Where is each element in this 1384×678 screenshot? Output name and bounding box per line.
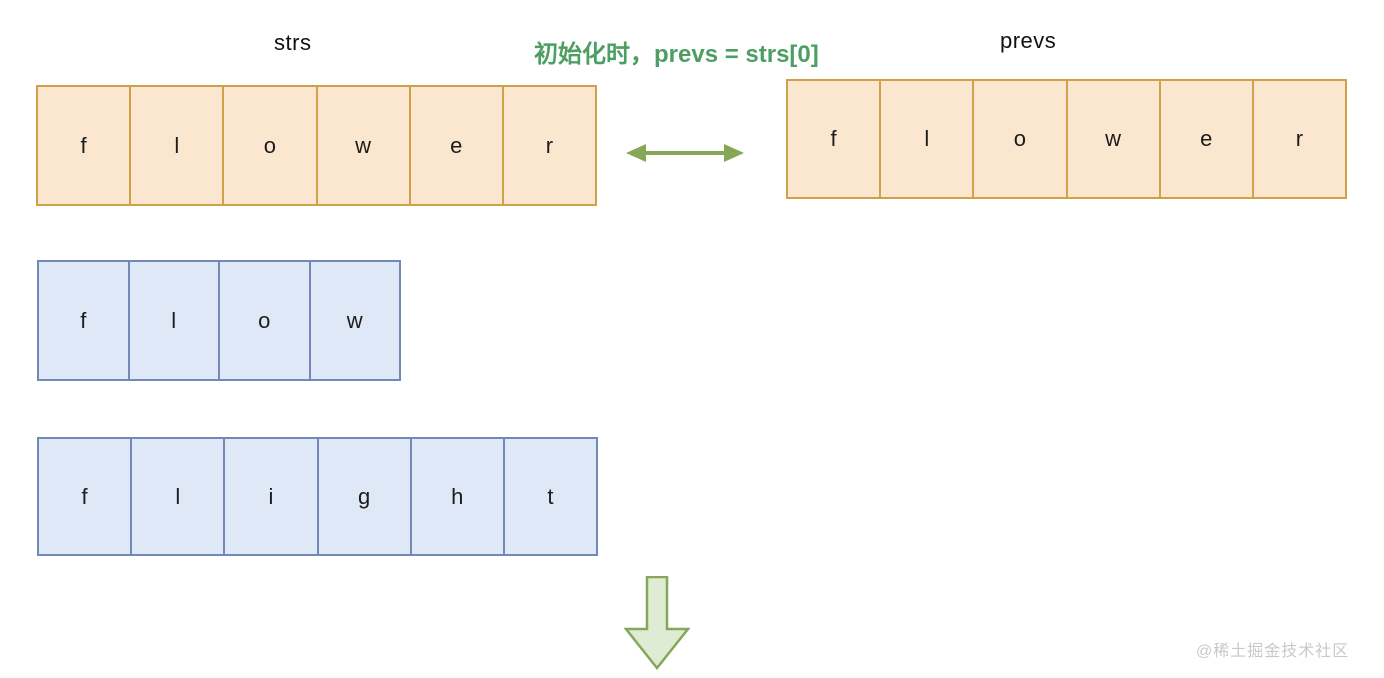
array-cell: i (225, 439, 319, 554)
strs-label: strs (274, 30, 312, 55)
array-cell: f (38, 87, 132, 204)
array-cell: e (1161, 81, 1254, 197)
array-cell: l (881, 81, 975, 197)
array-cell: e (411, 87, 504, 204)
array-cell: f (39, 262, 130, 379)
array-cell: w (318, 87, 411, 204)
prevs-label: prevs (1000, 28, 1057, 53)
flow-array: f l o w (37, 260, 401, 381)
array-cell: w (1068, 81, 1161, 197)
array-cell: o (220, 262, 311, 379)
array-cell: l (130, 262, 220, 379)
prevs-array: f l o w e r (786, 79, 1347, 199)
double-arrow-icon (626, 144, 744, 162)
flight-array: f l i g h t (37, 437, 598, 556)
array-cell: r (1295, 126, 1304, 151)
array-cell: g (319, 439, 412, 554)
array-cell: f (788, 81, 882, 197)
array-cell: w (346, 307, 363, 333)
array-cell: t (547, 483, 554, 509)
init-caption: 初始化时，prevs = strs[0] (534, 41, 819, 68)
array-cell: f (39, 439, 133, 554)
array-cell: o (224, 87, 318, 204)
watermark: @稀土掘金技术社区 (1196, 643, 1350, 660)
array-cell: l (132, 439, 226, 554)
array-cell: l (131, 87, 225, 204)
down-arrow-icon (624, 576, 690, 670)
array-cell: r (545, 132, 554, 158)
strs-array: f l o w e r (36, 85, 597, 206)
array-cell: h (412, 439, 505, 554)
array-cell: o (974, 81, 1068, 197)
